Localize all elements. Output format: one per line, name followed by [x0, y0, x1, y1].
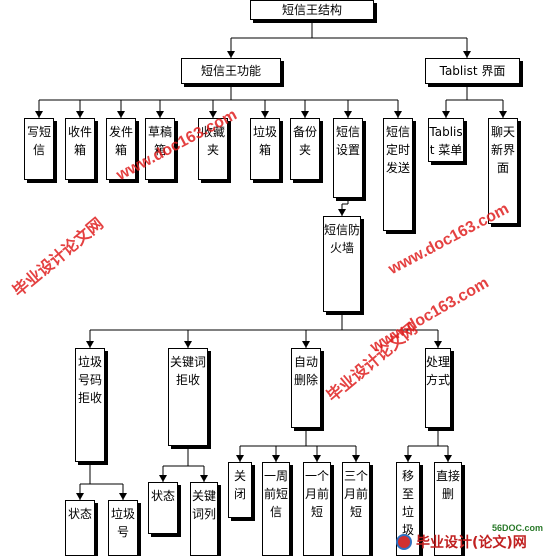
firewall-branch-arrowhead-1 [184, 341, 192, 348]
handling-branch-arrowhead-1 [444, 455, 452, 462]
junk-branch-arrowhead-0 [76, 493, 84, 500]
chat-ui-node: 聊天新界面 [488, 118, 518, 224]
write-sms-node: 写短信 [24, 118, 54, 180]
ad-off-node: 关闭 [228, 462, 252, 518]
timed-send-node: 短信定时发送 [383, 118, 413, 231]
logo: 毕业设计(论文)网 [396, 532, 527, 552]
kw-status-node: 状态 [148, 482, 178, 534]
autodelete-branch-arrowhead-3 [352, 455, 360, 462]
func-branch-arrowhead-4 [209, 111, 217, 118]
func-branch-arrowhead-2 [117, 111, 125, 118]
connector-lines [38, 20, 504, 500]
firewall-branch-arrowhead-2 [302, 341, 310, 348]
logo-mark-icon [396, 534, 412, 550]
autodelete-branch-arrowhead-1 [272, 455, 280, 462]
favorites-node: 收藏夹 [198, 118, 228, 180]
h-delete-node: 直接删 [434, 462, 462, 556]
handling-method-node: 处理方式 [425, 348, 451, 428]
jn-status-node: 状态 [65, 500, 95, 556]
junk-branch-arrowhead-1 [119, 493, 127, 500]
func-branch-arrowhead-3 [156, 111, 164, 118]
func-branch-arrowhead-0 [35, 111, 43, 118]
drafts-node: 草稿箱 [145, 118, 175, 180]
keyword-branch-arrowhead-0 [159, 475, 167, 482]
ad-week-node: 一周前短信 [262, 462, 290, 556]
keyword-branch-arrowhead-1 [200, 475, 208, 482]
auto-delete-node: 自动删除 [291, 348, 321, 428]
tablist-branch-arrowhead-0 [442, 111, 450, 118]
autodelete-branch-arrowhead-0 [236, 455, 244, 462]
func-branch-arrowhead-1 [76, 111, 84, 118]
kw-list-node: 关键词列 [190, 482, 218, 556]
autodelete-branch-arrowhead-2 [313, 455, 321, 462]
firewall-branch-arrowhead-0 [86, 341, 94, 348]
ad-month-node: 一个月前短 [303, 462, 331, 556]
root-branch-arrowhead-0 [227, 51, 235, 58]
tablist-node: Tablist 界面 [425, 58, 520, 84]
tablist-menu-node: Tablist 菜单 [428, 118, 464, 162]
settings-branch-arrowhead-0 [338, 209, 346, 216]
logo-text: 毕业设计(论文)网 [416, 535, 527, 551]
sms-firewall-node: 短信防火墙 [323, 216, 361, 312]
connector-arrowheads [35, 51, 507, 500]
func-branch-arrowhead-7 [344, 111, 352, 118]
func-branch-arrowhead-6 [301, 111, 309, 118]
ad-3month-node: 三个月前短 [342, 462, 370, 556]
jn-list-node: 垃圾号 [108, 500, 138, 556]
func-node: 短信王功能 [181, 58, 281, 84]
logo-site-text: 56DOC.com [492, 523, 544, 533]
firewall-branch-arrowhead-3 [434, 341, 442, 348]
handling-branch-arrowhead-0 [404, 455, 412, 462]
backup-node: 备份夹 [290, 118, 320, 180]
sms-settings-node: 短信设置 [333, 118, 363, 198]
root-branch-arrowhead-1 [463, 51, 471, 58]
func-branch-arrowhead-5 [261, 111, 269, 118]
tablist-branch-arrowhead-1 [499, 111, 507, 118]
outbox-node: 发件箱 [106, 118, 136, 180]
junk-number-reject-node: 垃圾号码拒收 [75, 348, 105, 462]
trash-node: 垃圾箱 [250, 118, 280, 180]
root-node: 短信王结构 [250, 0, 374, 20]
keyword-reject-node: 关键词拒收 [168, 348, 208, 446]
inbox-node: 收件箱 [65, 118, 95, 180]
func-branch-arrowhead-8 [394, 111, 402, 118]
